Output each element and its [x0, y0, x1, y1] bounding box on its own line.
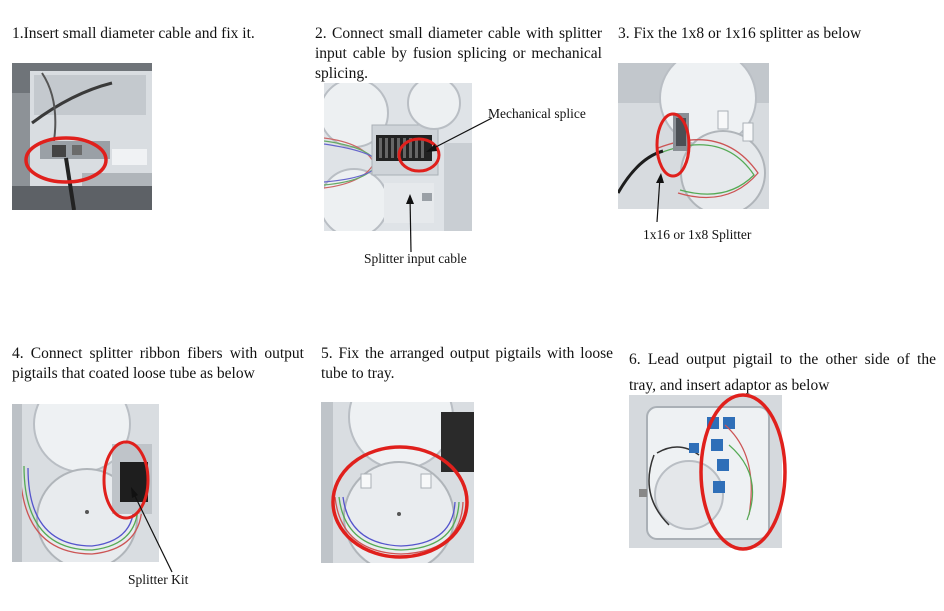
step-2-text: 2. Connect small diameter cable with spl…	[315, 25, 602, 82]
step-1-photo	[12, 63, 152, 210]
splitter-kit-label: Splitter Kit	[128, 572, 189, 587]
step-5-text: 5. Fix the arranged output pigtails with…	[321, 345, 613, 382]
step-4-text: 4. Connect splitter ribbon fibers with o…	[12, 345, 304, 382]
step-3-text: 3. Fix the 1x8 or 1x16 splitter as below	[618, 25, 862, 42]
mechanical-splice-label: Mechanical splice	[488, 106, 586, 121]
step-6-text: 6. Lead output pigtail to the other side…	[629, 351, 936, 394]
step-4-photo	[12, 404, 159, 562]
step-2-photo	[324, 83, 472, 231]
splitter-1x16-1x8-label: 1x16 or 1x8 Splitter	[643, 227, 752, 242]
step-3-photo	[618, 63, 769, 209]
step-1-text: 1.Insert small diameter cable and fix it…	[12, 25, 255, 42]
step-6-photo	[629, 395, 782, 548]
step-5-photo	[321, 402, 474, 563]
splitter-input-cable-label: Splitter input cable	[364, 251, 467, 266]
